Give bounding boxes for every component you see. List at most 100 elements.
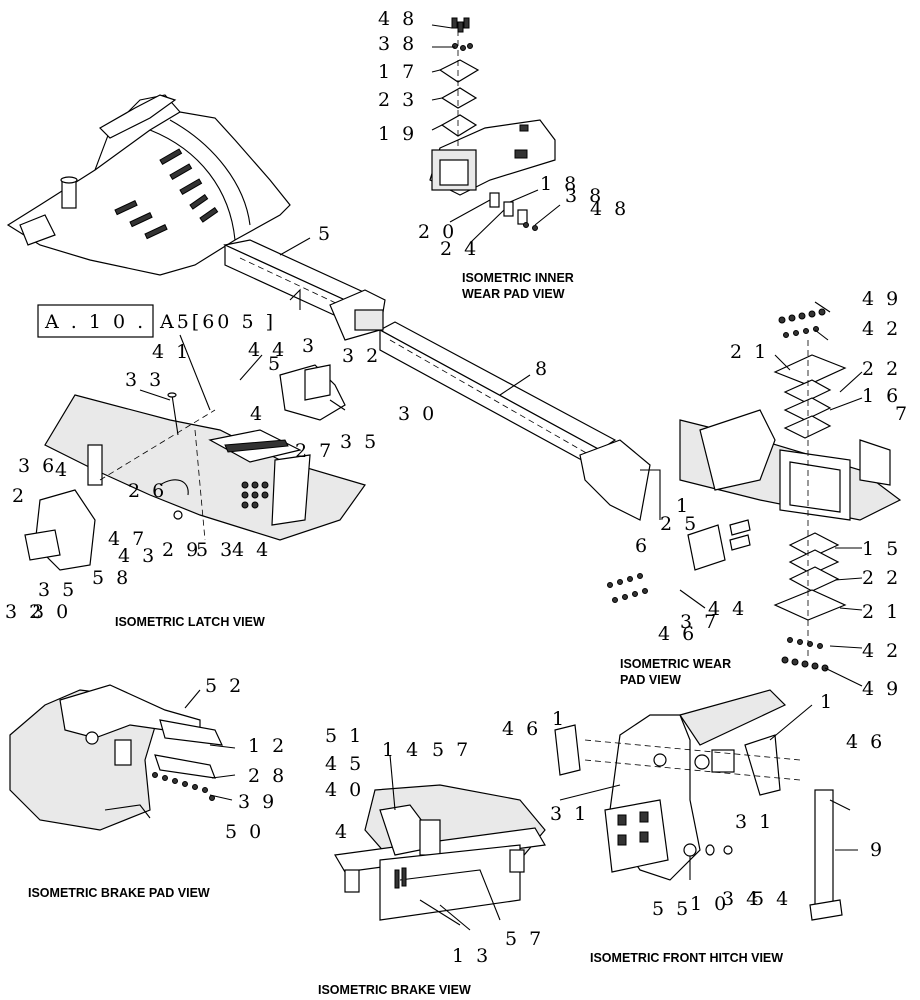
callout-22b: 2 2: [862, 567, 901, 589]
callout-16: 1 6: [862, 385, 901, 407]
callout-43: 4 3: [118, 545, 157, 567]
callout-4: 4: [250, 403, 265, 425]
callout-6: 6: [635, 535, 650, 557]
callout-24: 2 4: [440, 238, 479, 260]
callout-50: 5 0: [225, 821, 264, 843]
callout-54: 5 4: [752, 888, 791, 910]
callout-38: 3 8: [378, 33, 417, 55]
callout-8: 8: [535, 358, 550, 380]
callout-27: 2 7: [295, 440, 334, 462]
callout-57b: 5 7: [505, 928, 544, 950]
callout-4-brake: 4: [335, 821, 350, 843]
callout-12: 1 2: [248, 735, 287, 757]
callout-29: 2 9: [162, 539, 201, 561]
callout-33: 3 3: [125, 369, 164, 391]
latch-drawing: [24, 364, 366, 571]
callout-23: 2 3: [378, 89, 417, 111]
callout-1-wear: 1: [676, 495, 691, 517]
callout-2: 2: [12, 485, 27, 507]
callout-31b: 3 1: [735, 811, 774, 833]
callout-36: 3 6: [18, 455, 57, 477]
wear-pad-drawing: [607, 308, 902, 672]
caption-latch: ISOMETRIC LATCH VIEW: [115, 615, 265, 629]
callout-3: 3: [302, 335, 317, 357]
callout-45: 4 5: [325, 753, 364, 775]
callout-30: 3 0: [398, 403, 437, 425]
callout-48b: 4 8: [590, 198, 629, 220]
callout-44b: 4 4: [232, 539, 271, 561]
callout-18: 1 8: [540, 173, 579, 195]
brake-drawing: [334, 784, 546, 926]
callout-13: 1 3: [452, 945, 491, 967]
caption-wear-line1: ISOMETRIC WEAR: [620, 657, 731, 671]
callout-34: 3 4: [722, 888, 761, 910]
caption-wear-line2: PAD VIEW: [620, 673, 681, 687]
callout-49b: 4 9: [862, 678, 901, 700]
callout-32: 3 2: [342, 345, 381, 367]
callout-42: 4 2: [862, 318, 901, 340]
caption-hitch: ISOMETRIC FRONT HITCH VIEW: [590, 951, 783, 965]
callouts-hitch: 4 6 1 1 4 6 3 1 3 1 9 5 5 1 0 3 4 5 4: [502, 691, 885, 920]
callout-57: 5 7: [432, 739, 471, 761]
callout-21: 2 1: [730, 341, 769, 363]
callout-35: 3 5: [340, 431, 379, 453]
callout-5: 5: [318, 223, 333, 245]
callout-20: 2 0: [418, 221, 457, 243]
view-captions: ISOMETRIC INNER WEAR PAD VIEW ISOMETRIC …: [28, 271, 783, 997]
callout-4b: 4: [55, 459, 70, 481]
callout-15: 1 5: [862, 538, 901, 560]
front-hitch-drawing: [554, 689, 851, 921]
callout-30b: 3 0: [32, 601, 71, 623]
main-frame-drawing: [6, 94, 661, 521]
callout-21b: 2 1: [862, 601, 901, 623]
callout-44c: 4 4: [708, 598, 747, 620]
callout-25: 2 5: [660, 513, 699, 535]
callouts-main: 5 8: [318, 223, 550, 380]
callout-46b-hitch: 4 6: [846, 731, 885, 753]
callout-52: 5 2: [205, 675, 244, 697]
callout-17: 1 7: [378, 61, 417, 83]
callout-26: 2 6: [128, 480, 167, 502]
callout-37: 3 7: [680, 611, 719, 633]
callouts-inner: 4 8 3 8 1 7 2 3 1 9 1 8 3 8 4 8 2 0 2 4: [378, 8, 629, 260]
callout-14: 1 4: [382, 739, 421, 761]
reference-box: [37, 304, 154, 338]
callout-32b: 3 2: [5, 601, 44, 623]
callouts-brake-pad: 5 2 1 2 2 8 3 9 5 0: [205, 675, 287, 843]
brake-pad-drawing: [9, 684, 224, 831]
reference-section: A . 1 0 .: [44, 311, 146, 333]
callout-46: 4 6: [658, 623, 697, 645]
callout-48: 4 8: [378, 8, 417, 30]
callout-44: 4 4: [248, 339, 287, 361]
caption-brake: ISOMETRIC BRAKE VIEW: [318, 983, 471, 997]
callout-9: 9: [870, 839, 885, 861]
callout-58: 5 8: [92, 567, 131, 589]
callouts-latch: 4 1 4 4 3 3 3 5 3 2 4 3 0 3 5 2 7 3 6 4 …: [5, 335, 437, 623]
reference-code: A5[60 5 ]: [159, 311, 276, 333]
callout-38b: 3 8: [565, 185, 604, 207]
callout-40: 4 0: [325, 779, 364, 801]
callout-51: 5 1: [325, 725, 364, 747]
callout-5-latch: 5: [268, 353, 283, 375]
callout-49: 4 9: [862, 288, 901, 310]
callout-41: 4 1: [152, 341, 191, 363]
caption-inner-line1: ISOMETRIC INNER: [462, 271, 574, 285]
callouts-brake: 5 1 1 4 5 7 4 5 4 0 4 5 7 1 3: [325, 725, 544, 967]
callout-55: 5 5: [652, 898, 691, 920]
callout-19: 1 9: [378, 123, 417, 145]
callout-28: 2 8: [248, 765, 287, 787]
callouts-wear: 4 9 4 2 2 1 2 2 1 6 7 1 2 5 6 1 5 2 2 4 …: [635, 288, 907, 700]
callout-42b: 4 2: [862, 640, 901, 662]
callout-53: 5 3: [196, 539, 235, 561]
caption-inner-line2: WEAR PAD VIEW: [462, 287, 565, 301]
callout-39: 3 9: [238, 791, 277, 813]
callout-10: 1 0: [690, 893, 729, 915]
reference-callout: A . 1 0 . A5[60 5 ]: [37, 304, 276, 338]
leader-lines: [139, 24, 863, 931]
callout-1-hitch: 1: [552, 708, 567, 730]
callout-1b-hitch: 1: [820, 691, 835, 713]
callout-46-hitch: 4 6: [502, 718, 541, 740]
caption-brake-pad: ISOMETRIC BRAKE PAD VIEW: [28, 886, 210, 900]
